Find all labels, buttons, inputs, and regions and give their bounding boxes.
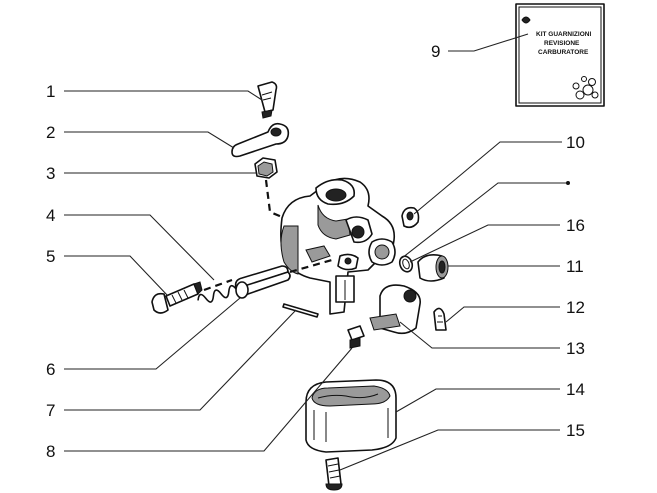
leader-4 <box>64 214 215 281</box>
idle-screw <box>257 81 278 119</box>
gasket-kit-bag: KIT GUARNIZIONI REVISIONE CARBURATORE <box>515 3 605 107</box>
callout-15: 15 <box>566 421 585 440</box>
callout-7: 7 <box>46 401 55 420</box>
leader-14 <box>395 388 560 413</box>
bushing <box>417 254 449 282</box>
callout-13: 13 <box>566 339 585 358</box>
leader-16 <box>409 224 560 263</box>
bowl-bolt <box>325 457 343 491</box>
leader-1 <box>64 90 263 101</box>
callout-4: 4 <box>46 206 55 225</box>
assembly-guide-line-mid <box>289 258 333 274</box>
leader-8 <box>64 347 353 452</box>
callout-5: 5 <box>46 247 55 266</box>
float-pin <box>282 303 319 318</box>
float-bowl <box>305 379 397 453</box>
callout-2: 2 <box>46 123 55 142</box>
leader-16-upper <box>401 182 568 259</box>
callout-16: 16 <box>566 216 585 235</box>
kit-label-line1: KIT GUARNIZIONI <box>536 31 591 38</box>
leader-6 <box>64 297 241 370</box>
leader-2 <box>64 131 235 149</box>
callout-9: 9 <box>431 42 440 61</box>
float-valve <box>369 284 421 335</box>
assembly-guide-line-left <box>203 278 233 292</box>
carburetor-body <box>280 177 396 315</box>
leader-12 <box>445 306 560 323</box>
mixture-screw <box>151 281 203 314</box>
callout-numbers: 1 2 3 4 5 6 7 8 9 10 11 12 13 14 15 16 <box>46 42 585 461</box>
leader-9 <box>448 33 529 52</box>
kit-label-line3: CARBURATORE <box>538 49 589 56</box>
callout-10: 10 <box>566 133 585 152</box>
callout-12: 12 <box>566 298 585 317</box>
callout-6: 6 <box>46 360 55 379</box>
needle-jet <box>234 265 291 299</box>
callout-8: 8 <box>46 442 55 461</box>
kit-gasket-rings-icon <box>572 76 599 100</box>
throttle-lever <box>231 122 290 158</box>
leader-10 <box>413 141 562 215</box>
assembly-guide-line-top <box>264 179 331 241</box>
main-jet <box>347 325 365 349</box>
leader-5 <box>64 255 169 297</box>
kit-label-line2: REVISIONE <box>544 40 580 47</box>
float-needle <box>433 307 447 331</box>
adjuster-nut <box>254 157 278 179</box>
callout-1: 1 <box>46 82 55 101</box>
callout-3: 3 <box>46 164 55 183</box>
kit-logo-icon <box>521 16 531 24</box>
leader-7 <box>64 309 297 411</box>
callout-14: 14 <box>566 380 585 399</box>
leader-15 <box>339 429 560 471</box>
callout-11: 11 <box>566 257 584 276</box>
leader-dot <box>566 181 570 185</box>
leader-13 <box>399 321 560 349</box>
leader-lines <box>64 33 570 471</box>
o-ring <box>398 255 414 273</box>
plug-cap <box>401 206 420 229</box>
